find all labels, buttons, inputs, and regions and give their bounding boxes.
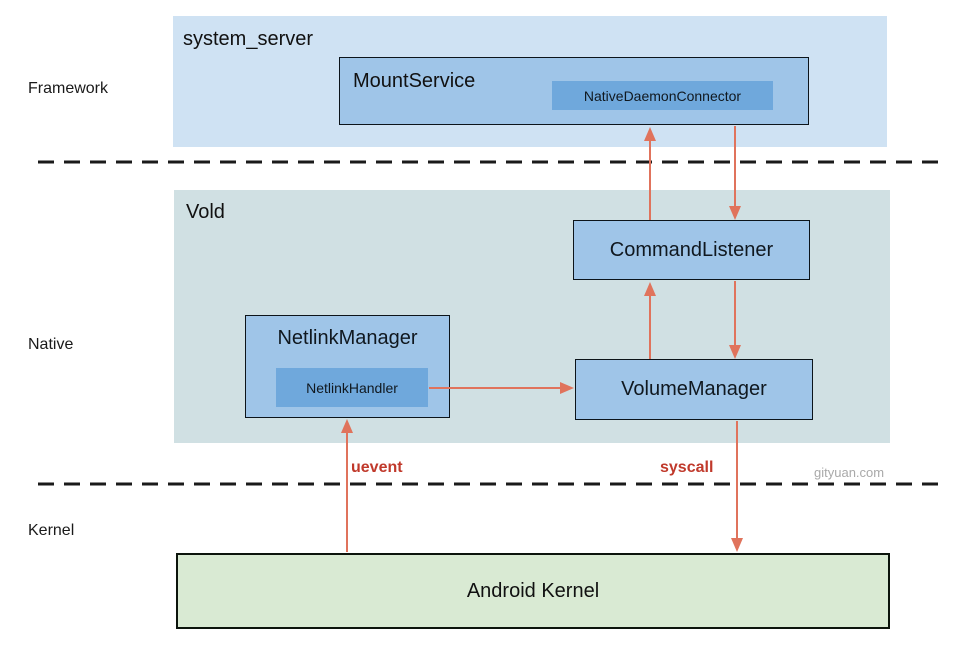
netlink-manager-title: NetlinkManager [277,327,418,349]
system-server-title: system_server [183,28,314,50]
command-listener-box: CommandListener [573,220,810,280]
uevent-label: uevent [351,459,403,476]
layer-label-native: Native [28,336,74,353]
netlink-handler-box: NetlinkHandler [276,368,428,407]
layer-label-framework: Framework [28,80,109,97]
vold-title: Vold [186,201,225,223]
native-daemon-connector-box: NativeDaemonConnector [552,81,773,110]
watermark-text: gityuan.com [814,465,885,480]
mount-service-title: MountService [353,70,476,92]
volume-manager-box: VolumeManager [575,359,813,420]
syscall-label: syscall [660,459,714,476]
android-kernel-box: Android Kernel [176,553,890,629]
layer-label-kernel: Kernel [28,522,75,539]
